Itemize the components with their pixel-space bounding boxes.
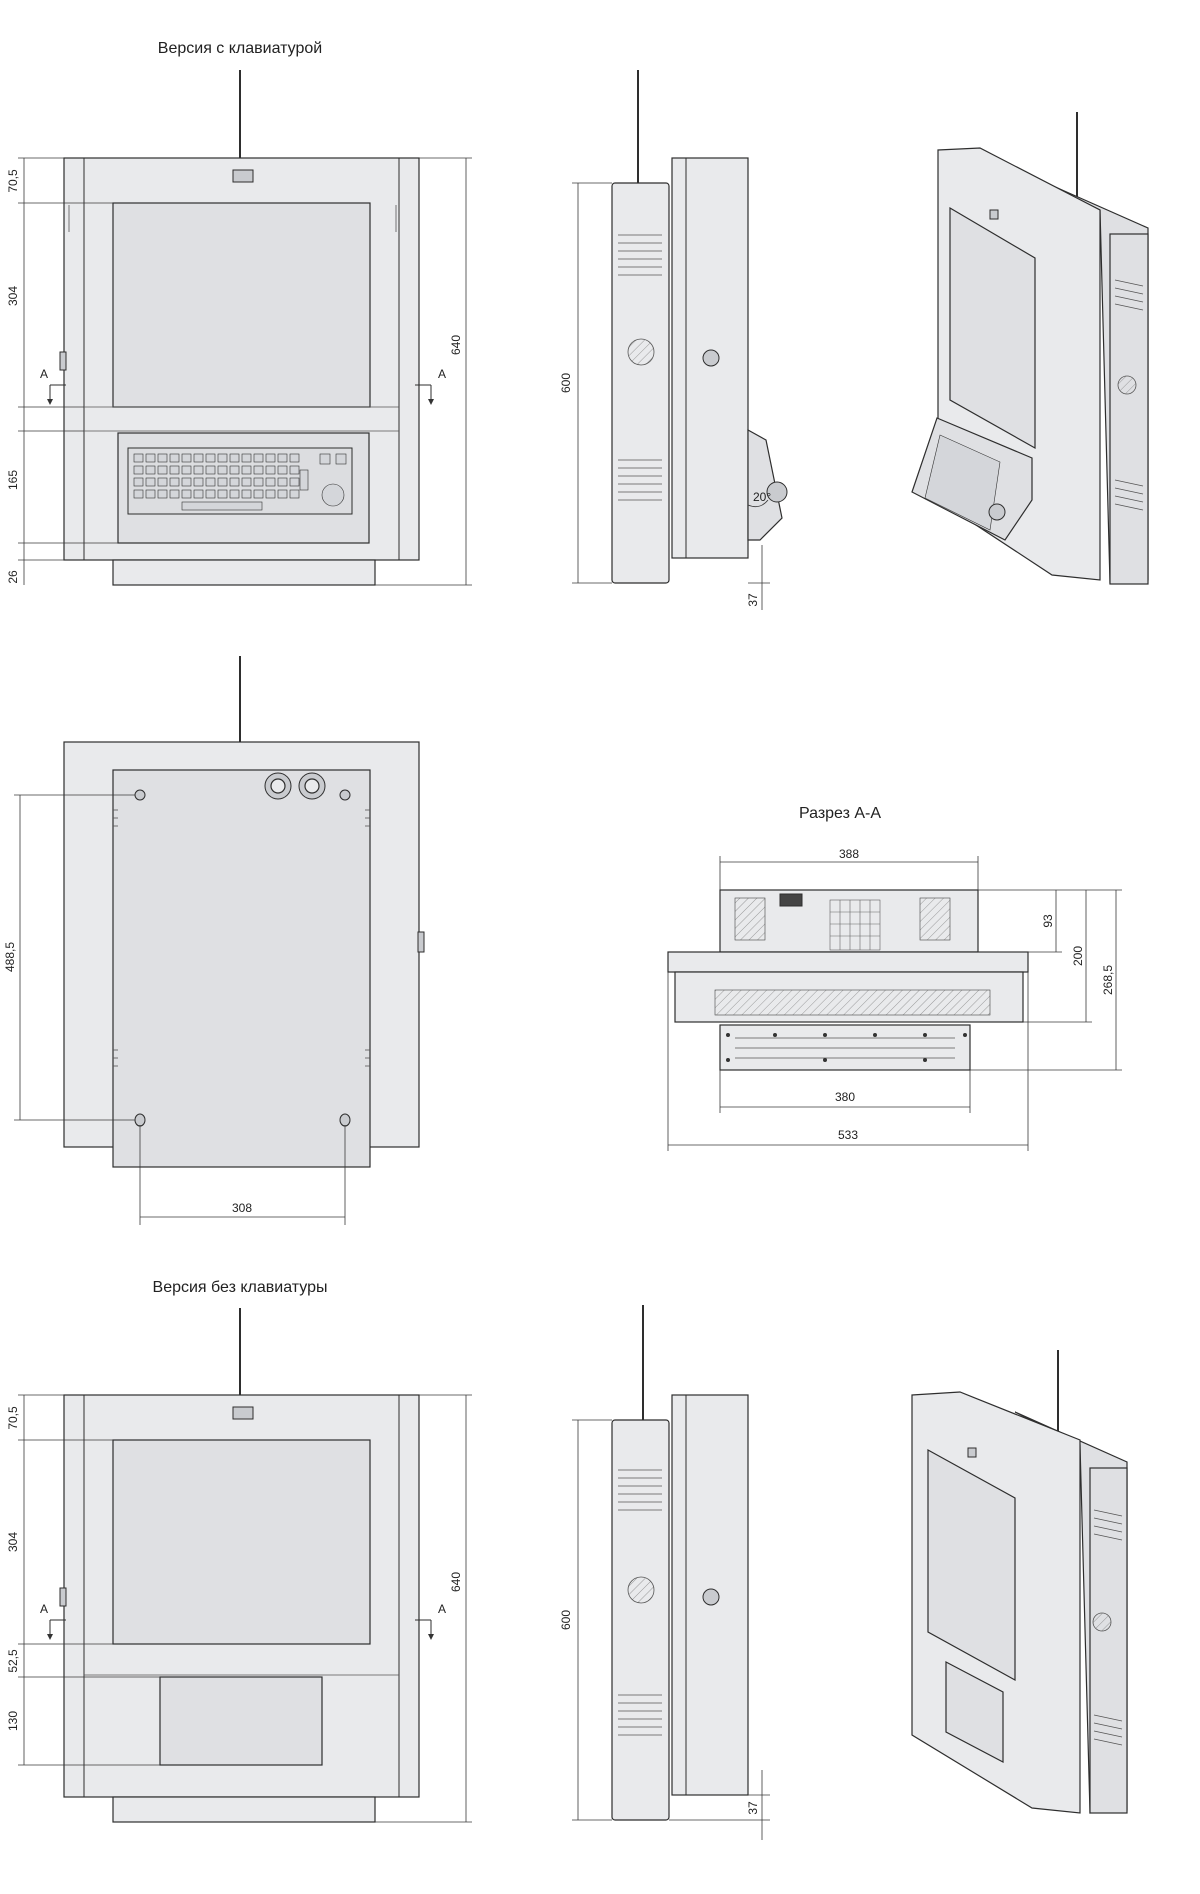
dim-angle: 20° <box>753 490 771 504</box>
side-view-without-keyboard: 600 37 <box>559 1305 770 1840</box>
front-view-without-keyboard: A A 70,5 304 52,5 130 640 <box>6 1308 472 1823</box>
cut-label-left: A <box>40 367 48 381</box>
dim-gap: 52,5 <box>6 1649 20 1673</box>
dim-back-horizontal: 308 <box>232 1201 252 1215</box>
dim-bottom: 26 <box>6 570 20 584</box>
dim-lower: 130 <box>6 1711 20 1731</box>
front-view-with-keyboard: A A 70,5 304 165 26 640 <box>6 70 472 586</box>
dim-section-inner-width: 380 <box>835 1090 855 1104</box>
speaker-icon-2 <box>627 1576 655 1604</box>
dim-top-2: 70,5 <box>6 1406 20 1430</box>
title-section: Разрез А-А <box>799 805 881 822</box>
dim-section-top-width: 388 <box>839 847 859 861</box>
dim-top: 70,5 <box>6 169 20 193</box>
dim-height: 640 <box>449 335 463 355</box>
dim-offset: 37 <box>746 593 760 607</box>
speaker-iso-icon <box>1117 375 1137 395</box>
cut-label-left-2: A <box>40 1602 48 1616</box>
side-view-with-keyboard: 20° 600 37 <box>559 70 788 610</box>
dim-section-h2: 200 <box>1071 946 1085 966</box>
dim-keyboard: 165 <box>6 470 20 490</box>
dim-side-height-2: 600 <box>559 1610 573 1630</box>
dim-back-vertical: 488,5 <box>3 942 17 972</box>
dim-screen: 304 <box>6 286 20 306</box>
cut-label-right: A <box>438 367 446 381</box>
section-a-a: 388 93 200 268,5 380 533 <box>667 847 1122 1151</box>
dim-side-height: 600 <box>559 373 573 393</box>
isometric-without-keyboard <box>911 1350 1128 1814</box>
back-view: 488,5 308 <box>3 656 425 1225</box>
dim-offset-2: 37 <box>746 1801 760 1815</box>
dim-section-h1: 93 <box>1041 914 1055 928</box>
dim-screen-2: 304 <box>6 1532 20 1552</box>
dim-height-2: 640 <box>449 1572 463 1592</box>
keyboard-keys <box>133 453 347 511</box>
dim-section-total-width: 533 <box>838 1128 858 1142</box>
isometric-with-keyboard <box>911 112 1149 585</box>
dim-section-h3: 268,5 <box>1101 965 1115 995</box>
speaker-iso-icon-2 <box>1092 1612 1112 1632</box>
cut-label-right-2: A <box>438 1602 446 1616</box>
title-without-keyboard: Версия без клавиатуры <box>153 1279 328 1296</box>
speaker-icon <box>627 338 655 366</box>
title-with-keyboard: Версия с клавиатурой <box>158 40 322 57</box>
